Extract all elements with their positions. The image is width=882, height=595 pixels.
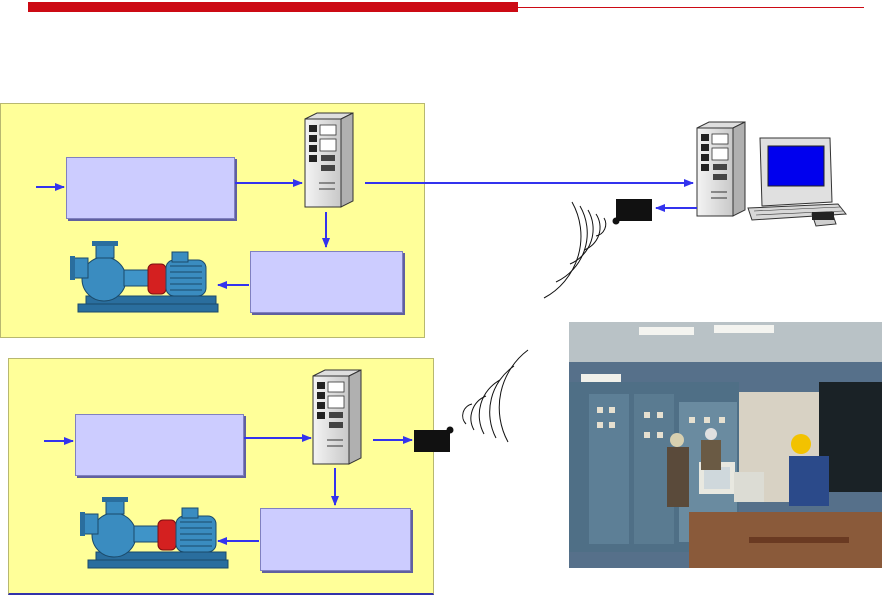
actuator-box-bottom (260, 508, 411, 571)
title-accent-bar (28, 2, 518, 12)
server-tower-icon (696, 121, 746, 217)
pump-icon (79, 496, 229, 569)
sensor-box-top (66, 157, 235, 219)
server-tower-icon (312, 369, 362, 465)
server-tower-icon (304, 112, 354, 208)
actuator-box-top (250, 251, 403, 313)
radio-waves-icon (543, 201, 607, 299)
radio-waves-icon (462, 349, 529, 443)
wireless-transmitter-icon (414, 426, 454, 452)
control-room-photo (569, 322, 882, 568)
pump-icon (69, 240, 219, 313)
title-accent-line (518, 7, 864, 8)
wireless-transmitter-icon (612, 199, 652, 225)
sensor-box-bottom (75, 414, 244, 476)
desktop-computer-icon (747, 137, 847, 227)
